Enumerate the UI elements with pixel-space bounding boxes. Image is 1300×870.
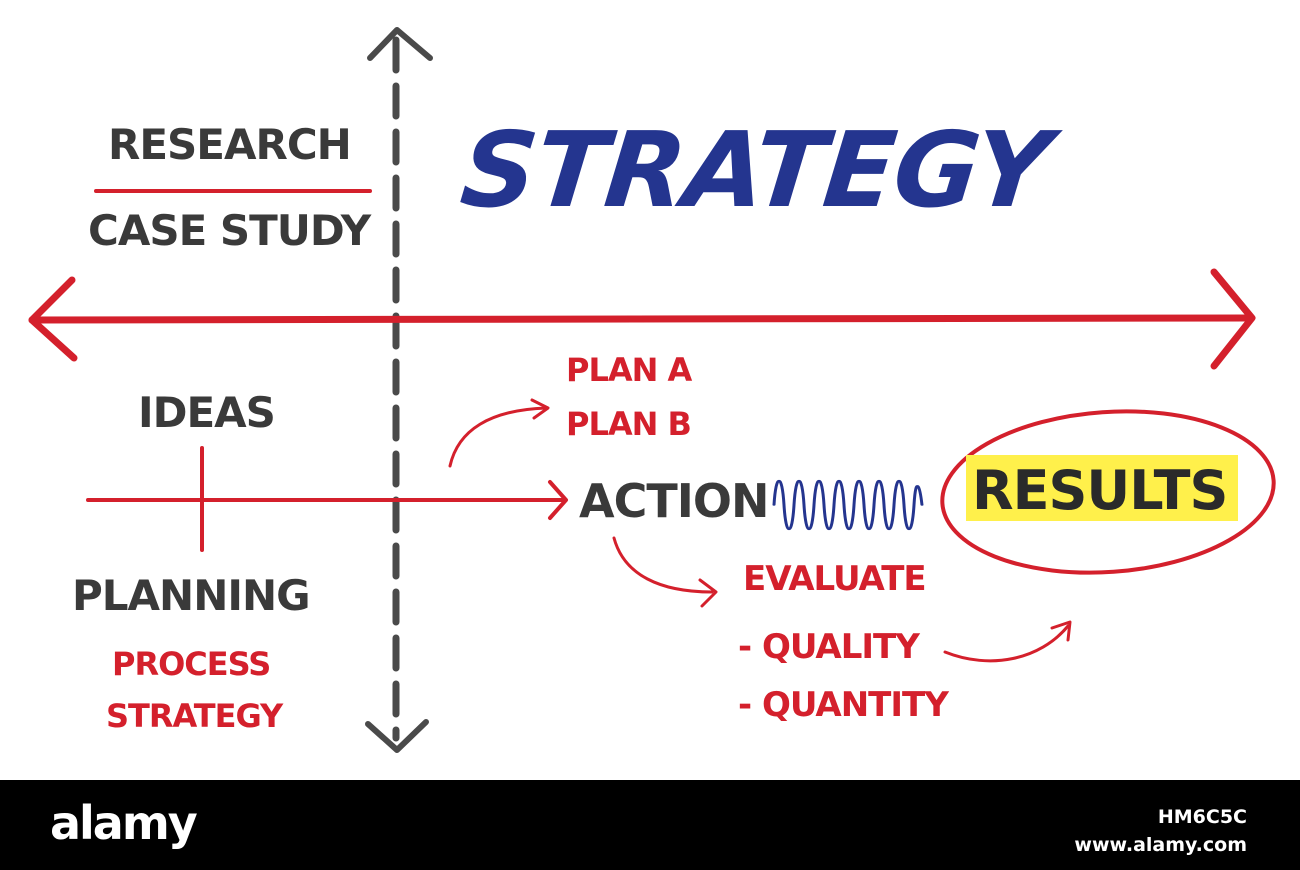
site-url-text: www.alamy.com — [1074, 834, 1247, 856]
ideas-planning-arrowhead — [548, 480, 568, 520]
curved-arrow-to-evaluate-head — [698, 578, 718, 608]
results-label: RESULTS — [972, 459, 1228, 522]
evaluate-label: EVALUATE — [743, 559, 927, 599]
curved-arrow-to-results — [943, 624, 1070, 663]
curved-arrow-to-results-head — [1050, 620, 1072, 642]
curved-arrow-to-evaluate — [612, 536, 714, 594]
curved-arrow-to-plans — [448, 406, 548, 468]
strategy-sub-label: STRATEGY — [106, 697, 283, 735]
diagram-title: STRATEGY — [455, 109, 1056, 231]
vertical-axis-bottom-arrowhead — [365, 719, 429, 753]
vertical-axis-top-arrowhead — [367, 27, 433, 61]
plan-b-label: PLAN B — [566, 405, 692, 443]
case-study-label: CASE STUDY — [88, 206, 371, 255]
curved-arrow-to-plans-head — [530, 398, 550, 420]
diagram-canvas: STRATEGY RESEARCH CASE STUDY IDEAS PLANN… — [28, 27, 1276, 753]
process-label: PROCESS — [112, 645, 271, 683]
plan-a-label: PLAN A — [566, 351, 692, 389]
quantity-label: - QUANTITY — [738, 685, 949, 725]
diagram-lines — [28, 27, 1276, 753]
alamy-logo: alamy — [50, 796, 198, 850]
action-label: ACTION — [579, 474, 769, 528]
image-id-text: HM6C5C — [1157, 806, 1247, 828]
watermark-footer — [0, 780, 1300, 870]
quality-label: - QUALITY — [738, 627, 920, 667]
ideas-label: IDEAS — [138, 388, 276, 437]
horizontal-axis — [28, 314, 1254, 324]
results-ellipse — [940, 409, 1276, 575]
results-highlight — [966, 455, 1238, 521]
horizontal-axis-left-arrowhead — [28, 276, 78, 362]
research-label: RESEARCH — [108, 120, 352, 169]
wave-connector — [772, 479, 924, 531]
planning-label: PLANNING — [72, 571, 311, 620]
horizontal-axis-right-arrowhead — [1210, 268, 1256, 370]
